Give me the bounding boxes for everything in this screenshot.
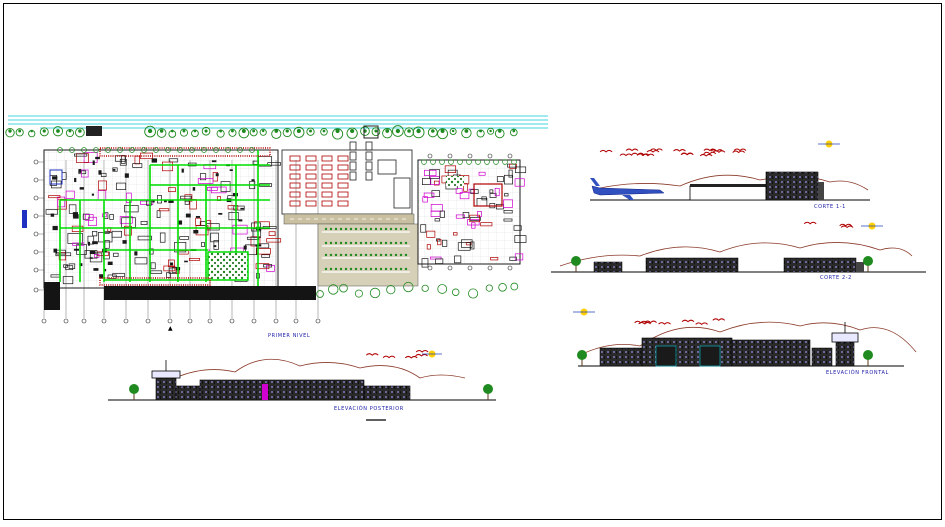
front-elevation-caption: ELEVACIÓN FRONTAL: [826, 370, 889, 376]
tree-row-top: [5, 125, 518, 140]
sun-icon: [422, 350, 442, 358]
furniture-band-red: [99, 147, 271, 157]
section-1-1: [590, 140, 870, 201]
north-arrow-icon: ▲: [168, 325, 173, 332]
sun-icon-front: [573, 308, 595, 316]
section-2-caption: CORTE 2-2: [820, 275, 852, 281]
plan-caption: PRIMER NIVEL: [268, 333, 311, 339]
sheet-frame: [3, 3, 942, 520]
rear-elevation-caption: ELEVACIÓN POSTERIOR: [334, 406, 404, 412]
right-wing-rooms: [420, 159, 527, 268]
sun-icon-section-1: [818, 140, 840, 148]
sun-icon-section-2: [861, 222, 883, 230]
terrace-band-left: [44, 282, 60, 310]
plan-green-grid: [59, 150, 270, 290]
waterfront-lines: [8, 115, 548, 129]
courtyard-garden: [207, 251, 249, 281]
floor-plan: ▲: [5, 115, 548, 332]
shrubs-bottom: [57, 147, 519, 299]
plan-rooms: [45, 152, 282, 285]
rear-elevation: [108, 350, 496, 421]
front-elevation: [573, 308, 917, 367]
section-1-caption: CORTE 1-1: [814, 204, 846, 210]
section-2-2: [551, 221, 926, 273]
plan-symbol-left: [22, 210, 27, 228]
stair-icon: [49, 169, 63, 185]
terrace-band: [104, 286, 316, 300]
access-road: [283, 213, 419, 287]
airplane-icon: [590, 178, 665, 200]
parking-area: [281, 141, 413, 215]
furniture-band-red-bottom: [99, 277, 211, 286]
